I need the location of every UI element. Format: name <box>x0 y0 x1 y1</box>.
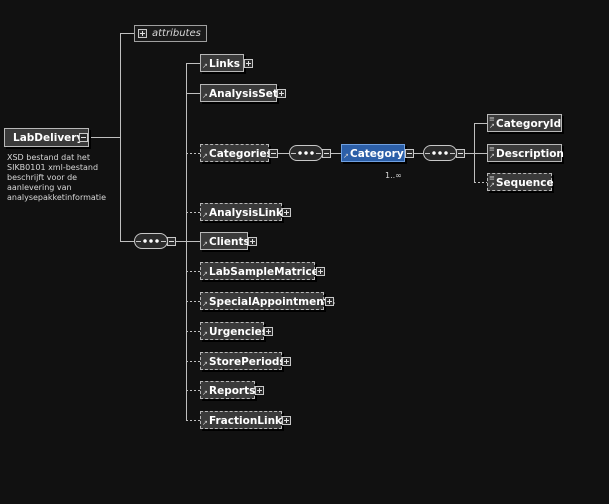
element-label: Links <box>209 58 240 70</box>
reference-icon: ↗ <box>489 122 495 130</box>
sequence-collapse-icon[interactable] <box>167 237 176 246</box>
clients-expand-icon[interactable] <box>248 237 257 246</box>
reference-icon: ↗ <box>202 270 208 278</box>
element-label: AnalysisLinks <box>209 207 290 219</box>
reference-icon: ↗ <box>202 330 208 338</box>
categories-sequence-collapse-icon[interactable] <box>322 149 331 158</box>
sequence-icon <box>297 151 315 155</box>
element-labsamplematrices[interactable]: ↗ LabSampleMatrices <box>200 262 325 280</box>
element-label: SpecialAppointments <box>209 296 335 308</box>
specialappointments-expand-icon[interactable] <box>325 297 334 306</box>
element-label: Category <box>350 148 404 160</box>
root-element-node[interactable]: LabDelivery <box>4 128 89 147</box>
reports-expand-icon[interactable] <box>255 386 264 395</box>
root-element-label: LabDelivery <box>13 132 84 144</box>
element-description[interactable]: ≡ ↗ Description <box>487 144 564 162</box>
labsamplematrices-expand-icon[interactable] <box>316 267 325 276</box>
category-sequence-collapse-icon[interactable] <box>456 149 465 158</box>
reference-icon: ↗ <box>489 152 495 160</box>
element-links[interactable]: ↗ Links <box>200 54 244 72</box>
element-category[interactable]: ↗ Category <box>341 144 405 162</box>
reference-icon: ↗ <box>202 211 208 219</box>
element-type-icon: ≡ <box>489 145 495 153</box>
root-description: XSD bestand dat het SIKB0101 xml-bestand… <box>7 153 107 202</box>
element-label: FractionLinks <box>209 415 289 427</box>
links-expand-icon[interactable] <box>244 59 253 68</box>
element-storeperiods[interactable]: ↗ StorePeriods <box>200 352 286 370</box>
reference-icon: ↗ <box>202 360 208 368</box>
element-label: Sequence <box>496 177 554 189</box>
attributes-group[interactable]: attributes <box>134 25 207 42</box>
element-label: StorePeriods <box>209 356 286 368</box>
urgencies-expand-icon[interactable] <box>264 327 273 336</box>
element-label: Description <box>496 148 564 160</box>
reference-icon: ↗ <box>202 62 208 70</box>
category-sequence-compositor[interactable] <box>423 145 457 161</box>
element-specialappointments[interactable]: ↗ SpecialAppointments <box>200 292 335 310</box>
element-clients[interactable]: ↗ Clients <box>200 232 250 250</box>
fractionlinks-expand-icon[interactable] <box>282 416 291 425</box>
analysislinks-expand-icon[interactable] <box>282 208 291 217</box>
sequence-compositor[interactable] <box>134 233 168 249</box>
analysissets-expand-icon[interactable] <box>277 89 286 98</box>
element-type-icon: ≡ <box>489 174 495 182</box>
category-collapse-icon[interactable] <box>405 149 414 158</box>
element-analysissets[interactable]: ↗ AnalysisSets <box>200 84 284 102</box>
element-label: Urgencies <box>209 326 269 338</box>
reference-icon: ↗ <box>489 181 495 189</box>
element-label: Clients <box>209 236 250 248</box>
element-fractionlinks[interactable]: ↗ FractionLinks <box>200 411 288 429</box>
attributes-label: attributes <box>152 28 201 39</box>
reference-icon: ↗ <box>202 240 208 248</box>
element-reports[interactable]: ↗ Reports <box>200 381 255 399</box>
element-label: Reports <box>209 385 256 397</box>
element-label: CategoryId <box>496 118 562 130</box>
reference-icon: ↗ <box>202 300 208 308</box>
element-analysislinks[interactable]: ↗ AnalysisLinks <box>200 203 289 221</box>
reference-icon: ↗ <box>343 152 349 160</box>
reference-icon: ↗ <box>202 419 208 427</box>
categories-sequence-compositor[interactable] <box>289 145 323 161</box>
sequence-icon <box>142 239 160 243</box>
reference-icon: ↗ <box>202 152 208 160</box>
element-label: Categories <box>209 148 273 160</box>
reference-icon: ↗ <box>202 389 208 397</box>
element-urgencies[interactable]: ↗ Urgencies <box>200 322 268 340</box>
element-type-icon: ≡ <box>489 115 495 123</box>
element-sequence[interactable]: ≡ ↗ Sequence <box>487 173 554 191</box>
category-multiplicity: 1..∞ <box>385 171 402 180</box>
reference-icon: ↗ <box>202 92 208 100</box>
storeperiods-expand-icon[interactable] <box>282 357 291 366</box>
categories-collapse-icon[interactable] <box>269 149 278 158</box>
element-categoryid[interactable]: ≡ ↗ CategoryId <box>487 114 562 132</box>
sequence-icon <box>431 151 449 155</box>
element-label: LabSampleMatrices <box>209 266 326 278</box>
root-collapse-icon[interactable] <box>79 133 88 142</box>
element-label: AnalysisSets <box>209 88 285 100</box>
element-categories[interactable]: ↗ Categories <box>200 144 273 162</box>
attributes-expand-icon[interactable] <box>138 29 147 38</box>
